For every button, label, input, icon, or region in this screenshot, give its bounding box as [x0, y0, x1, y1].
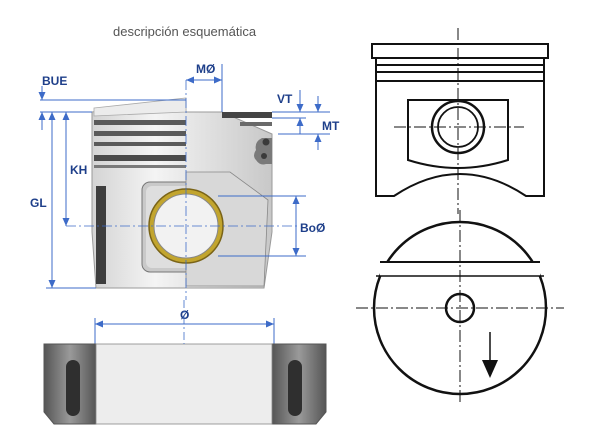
piston-line-drawing-side — [371, 43, 549, 197]
ring-grooves-right — [222, 112, 272, 165]
label-gl: GL — [30, 196, 47, 210]
label-bo-dia: BoØ — [300, 221, 325, 235]
dimension-lines — [40, 64, 330, 344]
piston-line-drawing-top — [356, 210, 564, 404]
bottom-slot-left — [66, 360, 80, 416]
direction-arrow-icon — [482, 360, 498, 378]
label-mt: MT — [322, 119, 340, 133]
ring-grooves-left — [94, 120, 186, 168]
diagram-caption: descripción esquemática — [113, 24, 257, 39]
side-centerlines — [394, 28, 524, 214]
label-bue: BUE — [42, 74, 67, 88]
piston-bottom-section — [43, 300, 327, 425]
label-m-dia: MØ — [196, 62, 215, 76]
label-dia: Ø — [180, 308, 189, 322]
skirt-cavity — [96, 186, 106, 284]
label-vt: VT — [277, 92, 293, 106]
label-kh: KH — [70, 163, 87, 177]
dimension-arrowheads — [38, 76, 322, 328]
piston-side-view — [66, 80, 300, 300]
bottom-slot-right — [288, 360, 302, 416]
